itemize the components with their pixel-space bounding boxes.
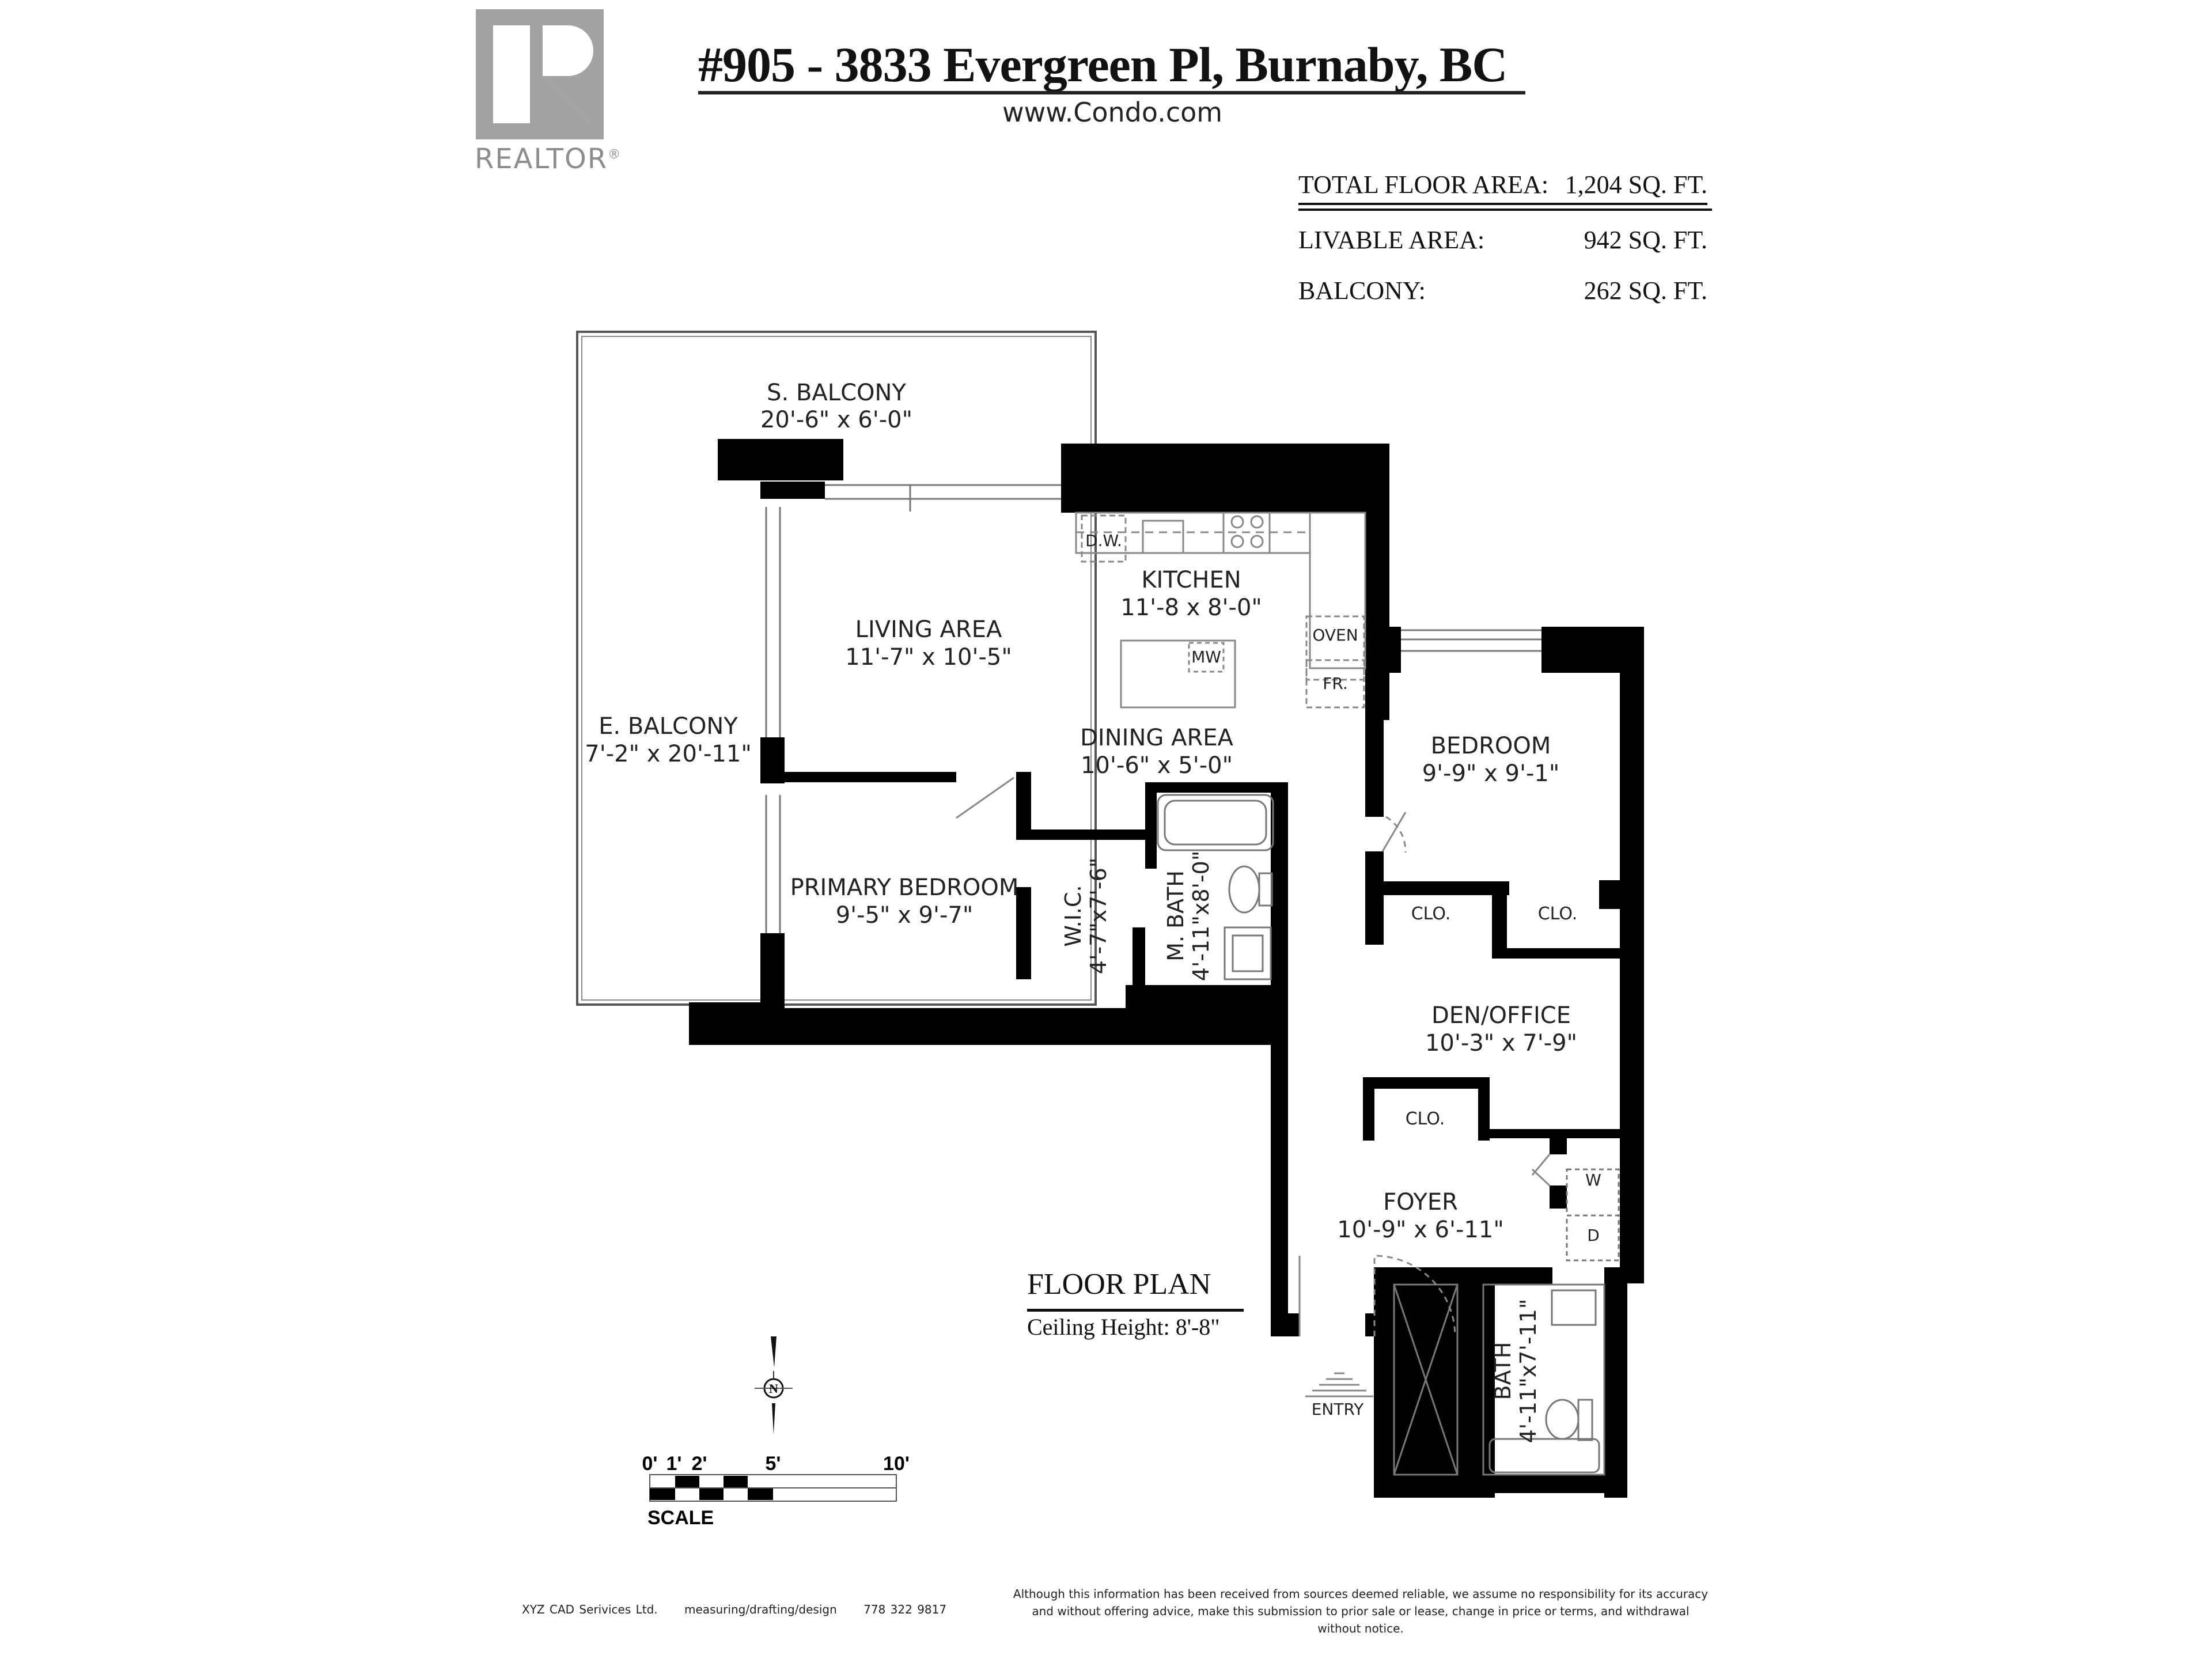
scale-tick-1: 1' <box>666 1453 682 1475</box>
room-name-wic: W.I.C. <box>1060 885 1086 946</box>
website-link[interactable]: www.Condo.com <box>1002 97 1223 128</box>
footer-disclaimer: Although this information has been recei… <box>1013 1587 1709 1635</box>
room-name-bedroom: BEDROOM <box>1431 733 1551 759</box>
room-dims-s-balcony: 20'-6" x 6'-0" <box>760 407 912 433</box>
room-name-dining: DINING AREA <box>1080 725 1233 751</box>
scale-label: SCALE <box>647 1507 714 1529</box>
windows <box>765 484 1541 933</box>
scale-bar: 0' 1' 2' 5' 10' SCALE <box>642 1453 910 1529</box>
fridge <box>1305 659 1365 709</box>
room-dims-primary-bedroom: 9'-5" x 9'-7" <box>836 902 974 929</box>
room-name-foyer: FOYER <box>1383 1189 1458 1215</box>
area-summary: TOTAL FLOOR AREA: 1,204 SQ. FT. LIVABLE … <box>1298 162 1712 316</box>
room-name-den: DEN/OFFICE <box>1431 1002 1571 1029</box>
fridge-label: FR. <box>1323 674 1347 693</box>
room-name-bath: BATH <box>1490 1342 1516 1400</box>
realtor-r-icon <box>493 25 593 123</box>
closet-label-bedroom-left: CLO. <box>1411 904 1451 924</box>
north-label: N <box>769 1381 778 1396</box>
area-value: 1,204 SQ. FT. <box>1565 171 1707 199</box>
kitchen-fixtures <box>1075 512 1366 709</box>
footer-services: measuring/drafting/design <box>684 1603 837 1616</box>
oven-label: OVEN <box>1312 626 1358 645</box>
dryer-label: D <box>1587 1226 1600 1245</box>
dishwasher <box>1081 514 1127 563</box>
shower-tub <box>1482 1283 1605 1476</box>
room-name-e-balcony: E. BALCONY <box>599 713 738 740</box>
closet-label-foyer: CLO. <box>1406 1109 1445 1129</box>
scale-tick-2: 2' <box>692 1453 707 1475</box>
floor-plan-heading: FLOOR PLAN <box>1027 1268 1211 1301</box>
room-name-m-bath: M. BATH <box>1163 870 1188 961</box>
footer-company: XYZ CAD Serivices Ltd. <box>522 1603 658 1616</box>
microwave-label: MW <box>1191 647 1221 666</box>
room-dims-bedroom: 9'-9" x 9'-1" <box>1422 760 1560 787</box>
footer-phone: 778 322 9817 <box>863 1603 947 1616</box>
balcony-outline <box>576 331 1097 1006</box>
oven <box>1305 615 1365 681</box>
room-name-s-balcony: S. BALCONY <box>767 380 906 406</box>
scale-tick-5: 5' <box>766 1453 781 1475</box>
area-label: BALCONY: <box>1298 276 1426 305</box>
room-dims-foyer: 10'-9" x 6'-11" <box>1337 1217 1503 1243</box>
area-label: LIVABLE AREA: <box>1298 225 1485 254</box>
floor-plan-rule <box>1027 1309 1244 1312</box>
footer-credits: XYZ CAD Serivices Ltd. measuring/draftin… <box>522 1603 968 1616</box>
room-name-kitchen: KITCHEN <box>1141 567 1241 593</box>
dishwasher-label: D.W. <box>1085 531 1122 550</box>
room-dims-bath: 4'-11"x7'-11" <box>1516 1299 1541 1444</box>
area-value: 262 SQ. FT. <box>1584 276 1707 305</box>
scale-tick-0: 0' <box>642 1453 658 1475</box>
area-double-rule <box>1298 209 1712 211</box>
washer-label: W <box>1585 1171 1601 1190</box>
room-dims-m-bath: 4'-11"x8'-0" <box>1188 851 1214 982</box>
scale-tick-10: 10' <box>883 1453 910 1475</box>
bath-fixtures <box>1157 794 1620 1476</box>
area-label: TOTAL FLOOR AREA: <box>1298 171 1549 199</box>
room-dims-den: 10'-3" x 7'-9" <box>1425 1030 1577 1056</box>
area-row-total: TOTAL FLOOR AREA: 1,204 SQ. FT. <box>1298 162 1707 205</box>
realtor-wordmark: REALTOR® <box>475 143 622 175</box>
room-dims-dining: 10'-6" x 5'-0" <box>1081 752 1233 779</box>
title-underline <box>698 91 1525 94</box>
room-dims-living: 11'-7" x 10'-5" <box>845 644 1012 671</box>
sink <box>1142 520 1184 554</box>
doors <box>956 777 1551 1337</box>
entry-marker <box>1305 1372 1373 1397</box>
room-dims-e-balcony: 7'-2" x 20'-11" <box>585 741 751 767</box>
realtor-logo <box>476 9 604 139</box>
property-address-title: #905 - 3833 Evergreen Pl, Burnaby, BC <box>698 37 1508 92</box>
ceiling-height: Ceiling Height: 8'-8" <box>1027 1314 1220 1340</box>
room-dims-wic: 4'-7"x7'-6" <box>1086 858 1111 974</box>
room-name-living: LIVING AREA <box>855 616 1002 643</box>
closet-label-bedroom-right: CLO. <box>1538 904 1578 924</box>
bath-linen <box>1393 1283 1459 1476</box>
room-name-primary-bedroom: PRIMARY BEDROOM <box>790 874 1019 901</box>
entry-label: ENTRY <box>1312 1400 1364 1419</box>
area-value: 942 SQ. FT. <box>1584 225 1707 254</box>
room-dims-kitchen: 11'-8 x 8'-0" <box>1120 594 1262 621</box>
dryer <box>1566 1214 1620 1262</box>
north-arrow-icon: N <box>755 1336 793 1434</box>
area-row-livable: LIVABLE AREA: 942 SQ. FT. <box>1298 214 1707 265</box>
area-row-balcony: BALCONY: 262 SQ. FT. <box>1298 265 1707 316</box>
kitchen-island <box>1120 639 1236 709</box>
